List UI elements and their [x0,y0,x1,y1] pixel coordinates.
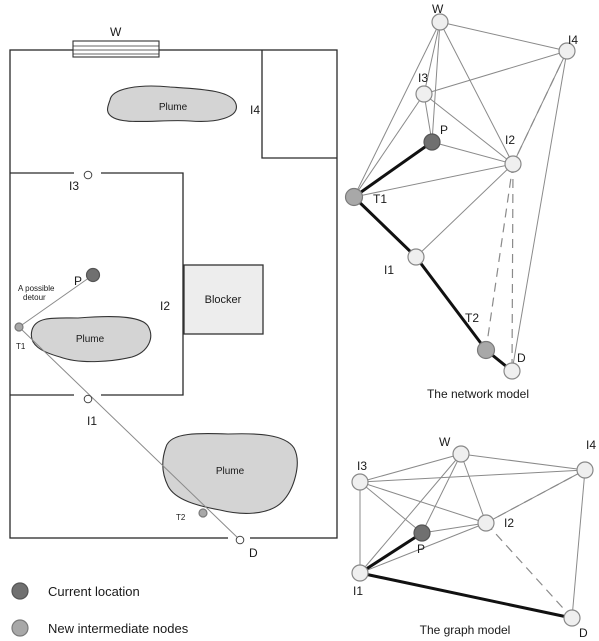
detour-path [18,274,94,328]
plume-top [106,85,237,123]
graph-label-p: P [417,542,425,556]
network-label-i2: I2 [505,133,515,147]
network-label-t1: T1 [373,192,387,206]
detour-label-1: A possible [18,284,55,293]
graph-label-i1: I1 [353,584,363,598]
mid-room-walls [101,172,184,396]
graph-escape-route [356,531,573,620]
network-node-d [503,362,521,380]
network-node-i1 [407,248,425,266]
intermediate-node-t2 [198,508,208,518]
network-node-p [423,133,441,151]
room-i4-wall [261,50,337,159]
network-label-w: W [432,2,444,16]
label-i1: I1 [87,414,97,428]
graph-node-d [563,609,581,627]
graph-node-i3 [351,473,369,491]
network-label-t2: T2 [465,311,479,325]
plume-middle-label: Plume [76,334,105,345]
graph-model: W I4 I3 I2 P I1 D The graph model [351,435,596,640]
legend-current-location-swatch [11,582,29,600]
graph-node-w [452,445,470,463]
label-t1: T1 [16,342,26,351]
network-label-d: D [517,351,526,365]
network-node-t2 [476,340,496,360]
network-escape-route [351,140,513,373]
blocker-label: Blocker [205,294,242,306]
window [72,40,160,58]
graph-node-i2 [477,514,495,532]
network-model: W I4 I3 P I2 T1 I1 T2 D The network mode… [344,2,578,401]
label-i4: I4 [250,103,260,117]
door-node-i3 [83,170,93,180]
network-node-i2 [504,155,522,173]
graph-node-p [413,524,431,542]
network-label-i3: I3 [418,71,428,85]
escape-path [18,326,241,541]
label-d: D [249,546,258,560]
network-node-i4 [558,42,576,60]
network-label-i4: I4 [568,33,578,47]
network-label-p: P [440,123,448,137]
graph-model-caption: The graph model [420,623,511,637]
graph-label-w: W [439,435,451,449]
network-node-t1 [344,187,364,207]
intermediate-node-t1 [14,322,24,332]
network-label-i1: I1 [384,263,394,277]
blocker [183,264,264,335]
legend-current-location-label: Current location [48,584,140,599]
door-node-i1 [83,394,93,404]
door-node-d [235,535,245,545]
plume-bottom [162,432,298,514]
plume-middle [30,315,152,363]
window-label: W [110,25,122,39]
graph-label-i2: I2 [504,516,514,530]
graph-node-i1 [351,564,369,582]
building-outline [9,49,338,539]
network-model-caption: The network model [427,387,529,401]
label-i3: I3 [69,179,79,193]
plume-top-label: Plume [159,102,188,113]
network-node-i3 [415,85,433,103]
graph-label-d: D [579,626,588,640]
label-t2: T2 [176,513,186,522]
graph-node-i4 [576,461,594,479]
floor-plan: W Blocker Plume Plume Plume I4 I3 I2 I1 [9,25,338,560]
current-location-node [85,267,101,283]
label-p: P [74,274,82,288]
legend: Current location New intermediate nodes [11,582,189,637]
network-node-w [431,13,449,31]
label-i2: I2 [160,299,170,313]
legend-new-node-swatch [11,619,29,637]
plume-bottom-label: Plume [216,466,245,477]
detour-label-2: detour [23,293,46,302]
graph-label-i4: I4 [586,438,596,452]
legend-new-node-label: New intermediate nodes [48,621,189,636]
graph-label-i3: I3 [357,459,367,473]
